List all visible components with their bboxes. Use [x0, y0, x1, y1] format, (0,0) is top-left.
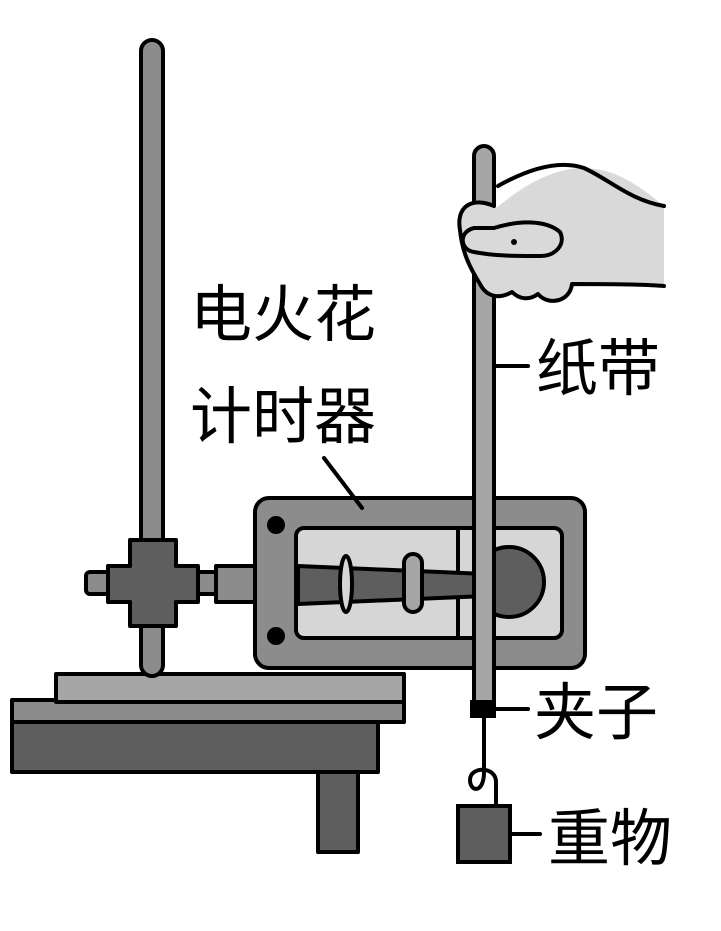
screw-bottom	[267, 627, 285, 645]
weight-block	[456, 804, 512, 864]
paper-tape-label: 纸带	[536, 332, 660, 405]
weight-hook	[467, 767, 498, 808]
stand-base	[54, 672, 406, 704]
hand-outline	[496, 162, 666, 208]
clip-label: 夹子	[534, 676, 658, 749]
stand-rod	[139, 38, 165, 678]
thumbnail-mark	[511, 239, 517, 245]
clip	[467, 700, 498, 808]
table	[10, 672, 406, 854]
timer-label-line1: 电火花	[190, 278, 376, 351]
hand	[457, 162, 666, 303]
timer-label-line2: 计时器	[190, 380, 376, 453]
boss-head	[106, 538, 200, 628]
spindle-ring-1	[338, 554, 354, 614]
spark-timer	[253, 496, 587, 670]
screw-top	[267, 516, 285, 534]
hand-thumb	[460, 220, 564, 258]
weight-label: 重物	[548, 802, 672, 875]
spindle-ring-2	[402, 552, 424, 614]
clip-body	[470, 700, 496, 718]
timer-leader	[322, 456, 364, 510]
iron-stand	[84, 38, 276, 678]
leader-lines	[322, 364, 542, 836]
timer-spindle	[296, 564, 488, 606]
table-leg	[316, 768, 360, 854]
table-apron	[10, 718, 380, 774]
